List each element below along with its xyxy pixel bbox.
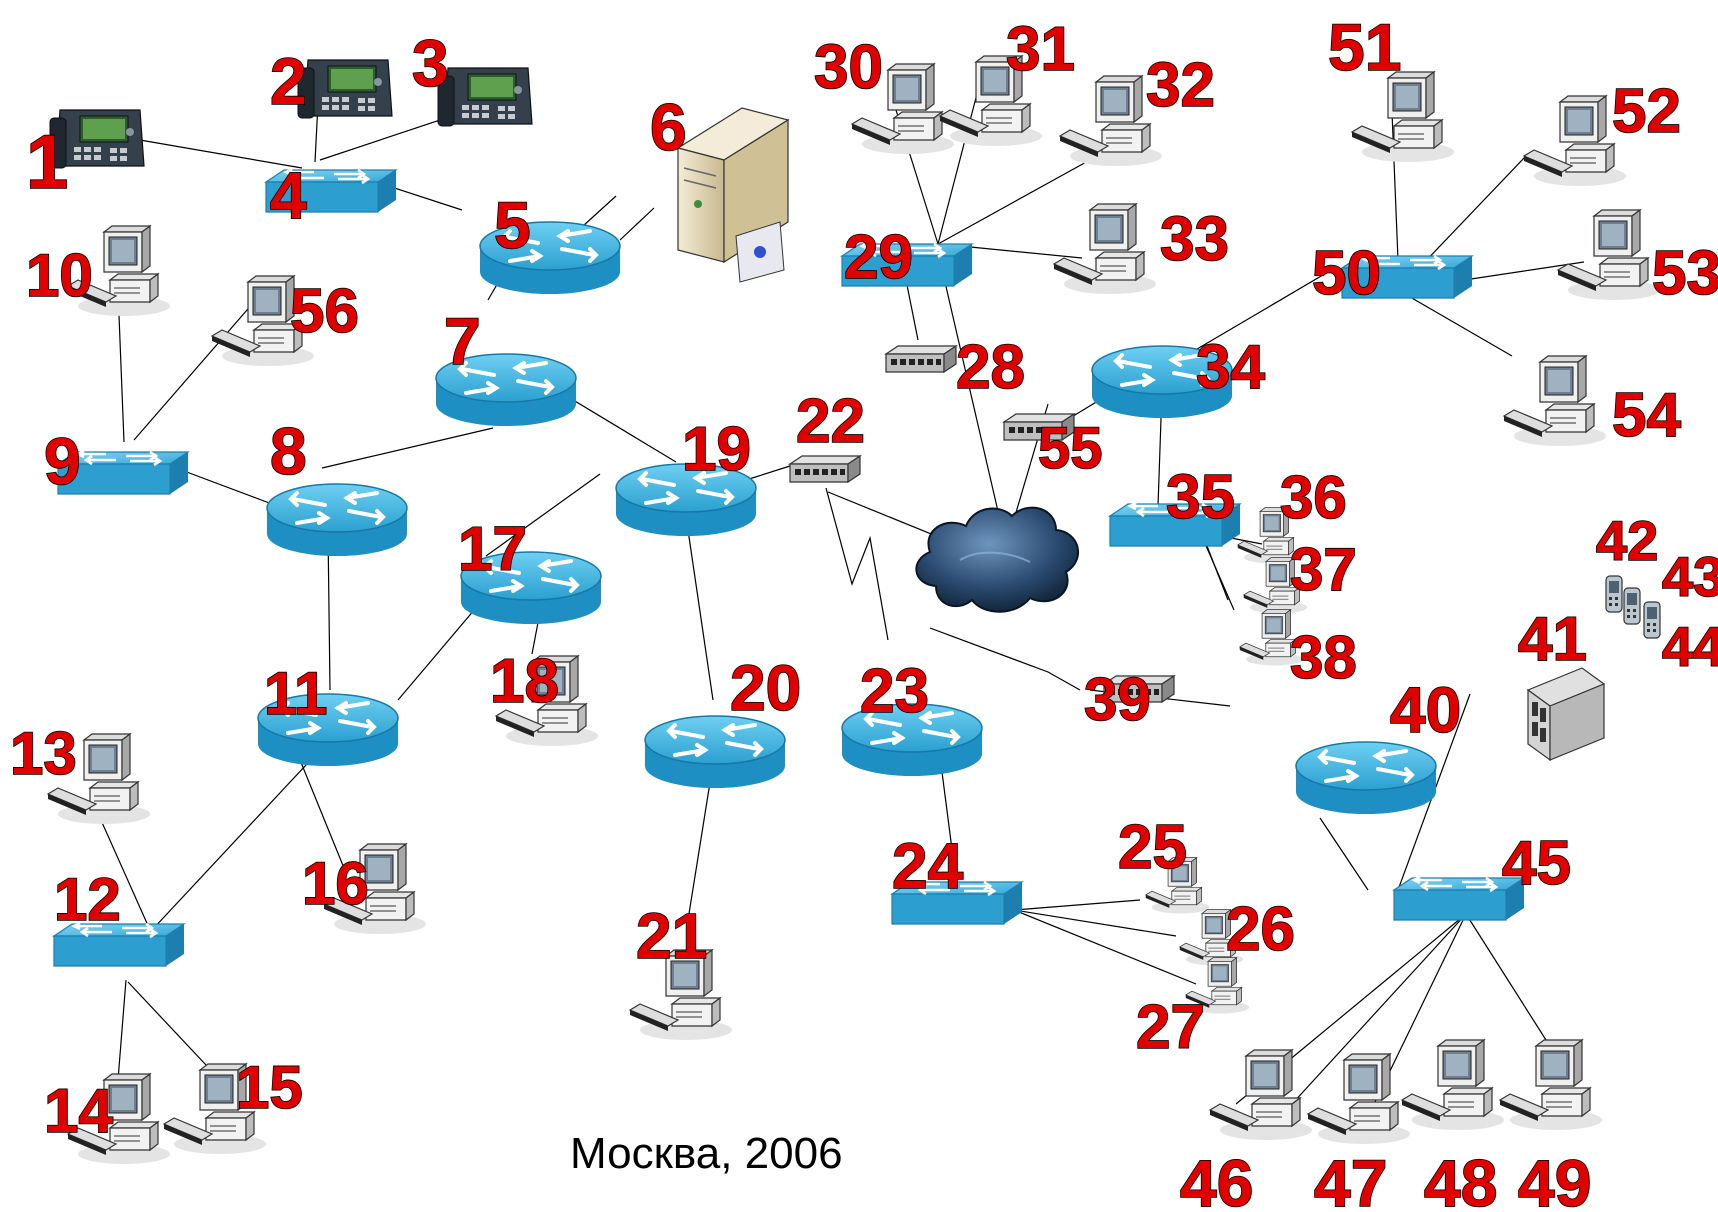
device-number-9: 9 [44,424,81,498]
device-number-13: 13 [10,720,77,787]
device-number-55: 55 [1038,416,1103,481]
computer-icon [1209,1049,1313,1141]
device-number-14: 14 [44,1077,113,1146]
device-number-34: 34 [1196,333,1265,402]
device-number-17: 17 [458,515,527,584]
device-number-25: 25 [1118,813,1187,882]
hub-icon [885,345,957,373]
device-number-16: 16 [302,850,369,917]
computer-icon [1523,95,1627,187]
device-number-29: 29 [844,223,913,292]
device-number-21: 21 [636,900,707,972]
device-number-54: 54 [1612,381,1681,450]
pda-icon [1605,575,1623,613]
computer-icon [1351,71,1455,163]
caption: Москва, 2006 [570,1129,843,1178]
device-number-22: 22 [796,387,865,456]
device-number-11: 11 [264,660,327,727]
device-number-39: 39 [1084,666,1151,733]
cloud-icon [915,506,1079,613]
device-number-28: 28 [956,333,1025,402]
device-number-56: 56 [290,277,359,346]
computer-icon [1401,1039,1505,1131]
pda-icon [1643,601,1661,639]
device-number-2: 2 [270,44,307,118]
device-number-50: 50 [1312,239,1381,308]
device-number-18: 18 [490,647,559,716]
device-number-49: 49 [1518,1146,1591,1212]
device-number-43: 43 [1662,545,1718,608]
computer-icon [1503,355,1607,447]
device-number-38: 38 [1290,624,1357,691]
device-number-1: 1 [26,120,68,205]
device-number-45: 45 [1502,829,1571,898]
device-number-4: 4 [270,158,307,232]
device-number-5: 5 [494,188,531,262]
server-icon [676,107,790,283]
computer-icon [1557,209,1661,301]
device-number-12: 12 [54,866,121,933]
device-number-51: 51 [1328,10,1401,84]
device-number-46: 46 [1180,1146,1253,1212]
device-number-19: 19 [682,415,751,484]
device-number-6: 6 [650,90,687,164]
device-number-23: 23 [860,657,929,726]
devices [47,55,1661,1165]
device-number-24: 24 [892,830,964,902]
router-icon [643,714,787,790]
device-number-27: 27 [1136,993,1205,1062]
device-number-8: 8 [270,414,307,488]
device-number-47: 47 [1314,1146,1387,1212]
device-number-labels: 1 2 3 4 5 6 7 8 9 10 11 12 13 14 15 16 1… [9,9,1718,1212]
device-number-30: 30 [814,33,883,102]
device-number-20: 20 [730,652,801,724]
device-number-31: 31 [1006,15,1075,84]
router-icon [1294,740,1438,816]
workstation-icon [1526,667,1606,762]
pda-icon [1623,587,1641,625]
router-icon [265,482,409,558]
device-number-44: 44 [1662,615,1718,678]
device-number-35: 35 [1166,463,1235,532]
computer-icon [1307,1053,1411,1145]
device-number-10: 10 [26,242,93,309]
device-number-40: 40 [1390,674,1461,746]
device-number-52: 52 [1612,77,1681,146]
computer-icon [1499,1039,1603,1131]
device-number-7: 7 [444,304,481,378]
computer-icon [1053,203,1157,295]
device-number-41: 41 [1518,605,1587,674]
device-number-33: 33 [1160,205,1229,274]
device-number-26: 26 [1226,895,1295,964]
device-number-48: 48 [1424,1146,1497,1212]
device-number-15: 15 [236,1054,303,1121]
device-number-3: 3 [412,26,449,100]
ip-phone-icon [437,67,533,127]
ip-phone-icon [297,59,393,119]
connection-lines [91,89,1585,1105]
device-number-36: 36 [1280,464,1347,531]
device-number-53: 53 [1652,239,1718,308]
device-number-42: 42 [1596,509,1658,572]
device-number-32: 32 [1146,51,1215,120]
device-number-37: 37 [1290,536,1357,603]
hub-icon [789,455,861,483]
